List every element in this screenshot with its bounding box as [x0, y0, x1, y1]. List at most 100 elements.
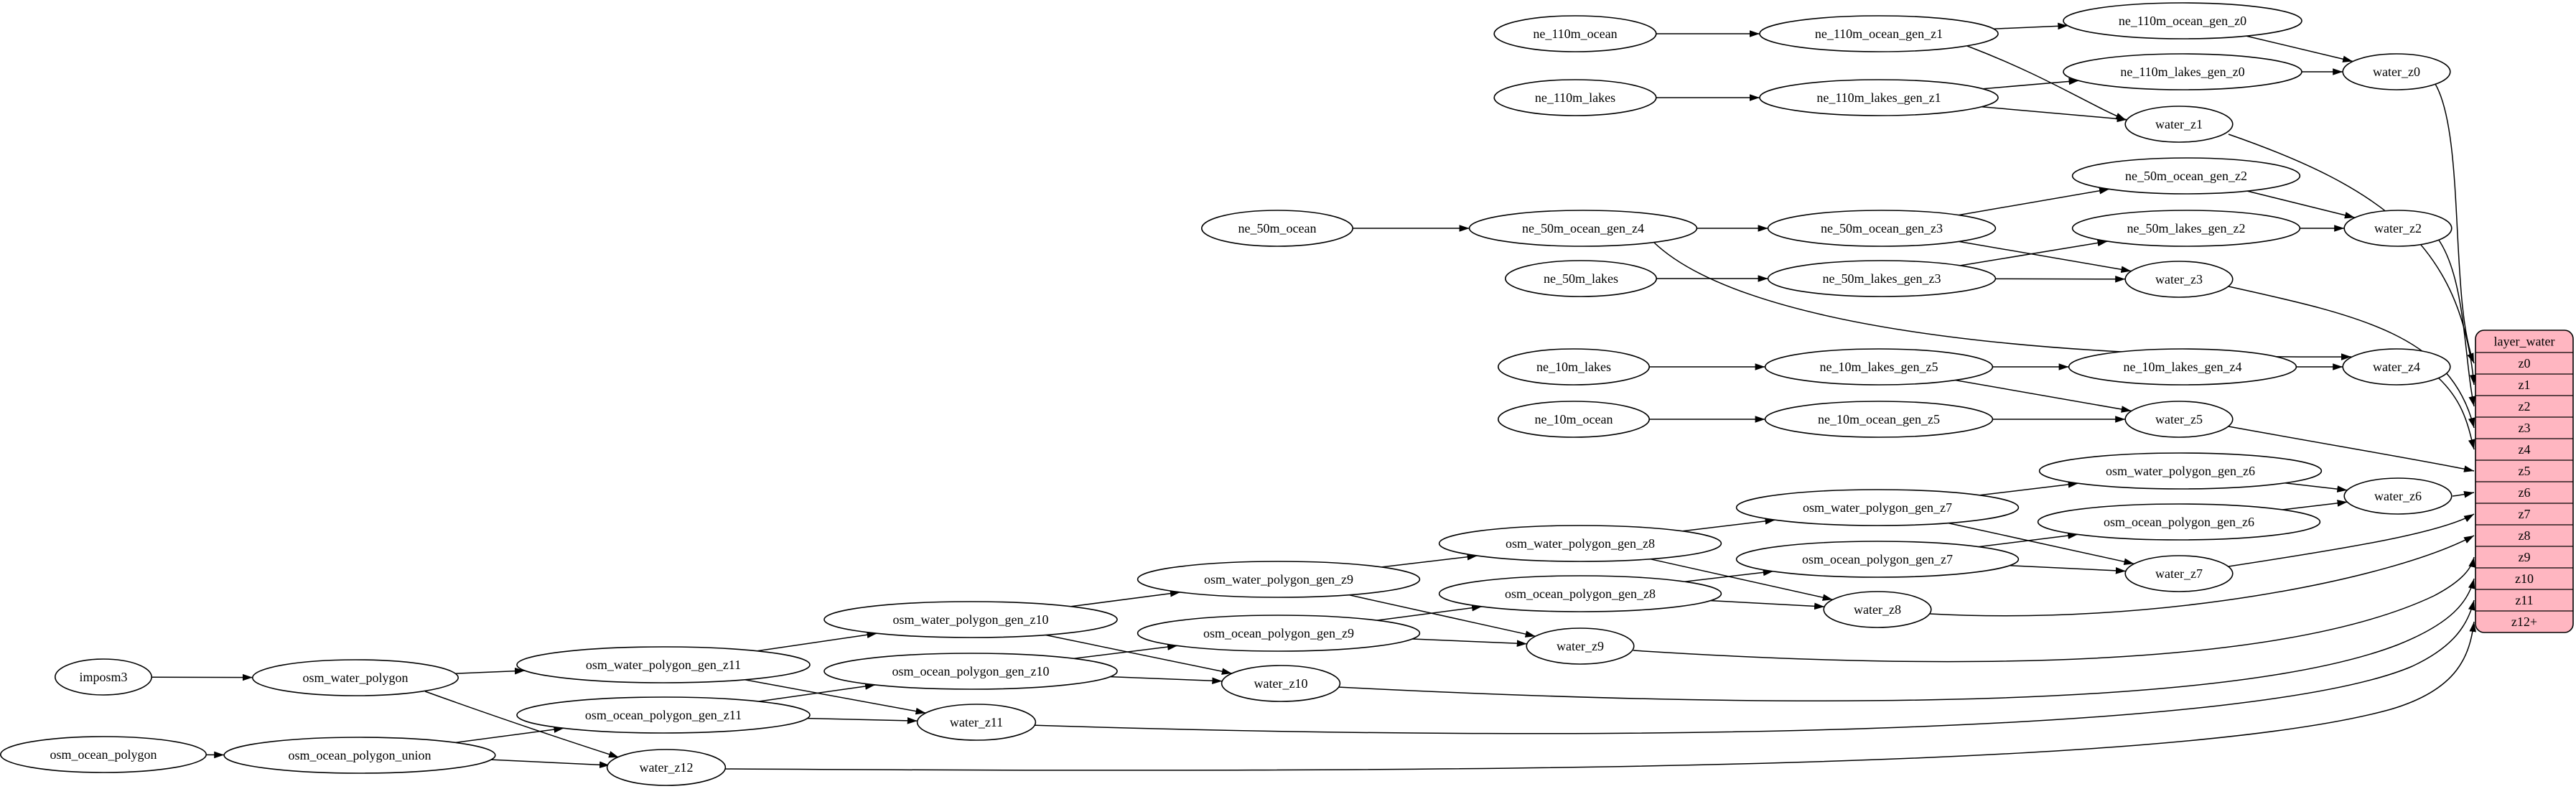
edge-water_z9-layer_water-z9: [1633, 556, 2475, 663]
table-row-z1: z1: [2519, 378, 2531, 392]
node-osm_ocean_polygon_gen_z8: osm_ocean_polygon_gen_z8: [1438, 575, 1722, 612]
node-ne_110m_ocean_gen_z1: ne_110m_ocean_gen_z1: [1759, 15, 1999, 52]
node-ne_50m_lakes_gen_z3: ne_50m_lakes_gen_z3: [1767, 260, 1997, 297]
node-ne_50m_ocean_gen_z3: ne_50m_ocean_gen_z3: [1767, 210, 1997, 247]
node-label: osm_water_polygon_gen_z10: [893, 612, 1049, 627]
edge-water_z4-layer_water-z4: [2437, 377, 2475, 450]
node-label: imposm3: [79, 670, 127, 684]
edge-osm_water_polygon_gen_z7-water_z7: [1948, 522, 2134, 565]
edge-water_z6-layer_water-z6: [2452, 491, 2475, 498]
table-layer: layer_waterz0z1z2z3z4z5z6z7z8z9z10z11z12…: [2475, 330, 2574, 633]
node-label: osm_ocean_polygon_union: [289, 748, 431, 762]
edge-osm_water_polygon_gen_z10-osm_water_polygon_gen_z9: [1070, 589, 1180, 607]
node-ne_10m_ocean_gen_z5: ne_10m_ocean_gen_z5: [1764, 401, 1994, 438]
edges-layer: [151, 22, 2477, 771]
edge-ne_50m_lakes_gen_z3-ne_50m_lakes_gen_z2: [1960, 239, 2108, 266]
node-label: water_z11: [950, 715, 1003, 729]
node-label: osm_ocean_polygon_gen_z8: [1505, 587, 1656, 601]
node-label: ne_110m_ocean_gen_z0: [2119, 14, 2246, 28]
node-label: osm_water_polygon: [303, 671, 409, 685]
node-label: osm_water_polygon_gen_z6: [2106, 464, 2255, 478]
node-label: ne_110m_ocean: [1533, 27, 1617, 41]
node-label: ne_10m_lakes_gen_z4: [2124, 360, 2242, 374]
node-ne_50m_ocean_gen_z2: ne_50m_ocean_gen_z2: [2071, 157, 2301, 195]
node-osm_ocean_polygon: osm_ocean_polygon: [0, 736, 207, 773]
edge-osm_ocean_polygon_gen_z10-water_z10: [1110, 676, 1223, 685]
node-ne_10m_lakes: ne_10m_lakes: [1498, 348, 1651, 386]
node-label: ne_10m_ocean_gen_z5: [1818, 412, 1940, 426]
node-osm_ocean_polygon_gen_z9: osm_ocean_polygon_gen_z9: [1137, 615, 1421, 652]
node-ne_110m_lakes_gen_z0: ne_110m_lakes_gen_z0: [2063, 53, 2302, 90]
node-label: ne_10m_lakes_gen_z5: [1820, 360, 1938, 374]
edge-ne_10m_lakes_gen_z5-water_z5: [1955, 379, 2132, 413]
edge-osm_water_polygon_gen_z7-osm_water_polygon_gen_z6: [1979, 481, 2078, 496]
node-water_z12: water_z12: [606, 749, 727, 786]
node-water_z8: water_z8: [1823, 591, 1932, 628]
node-label: ne_50m_ocean_gen_z4: [1522, 221, 1644, 235]
edge-osm_ocean_polygon_gen_z10-osm_ocean_polygon_gen_z9: [1073, 643, 1178, 660]
table-row-z3: z3: [2519, 421, 2531, 435]
table-row-z9: z9: [2519, 550, 2531, 564]
edge-osm_ocean_polygon_gen_z8-osm_ocean_polygon_gen_z7: [1684, 569, 1773, 582]
node-label: water_z12: [640, 760, 694, 775]
table-row-z0: z0: [2519, 356, 2531, 370]
table-row-z6: z6: [2519, 485, 2531, 500]
edge-osm_water_polygon_gen_z10-water_z10: [1045, 634, 1232, 675]
node-label: ne_50m_lakes: [1544, 271, 1618, 286]
edge-osm_water_polygon_gen_z8-osm_water_polygon_gen_z7: [1682, 518, 1775, 532]
node-osm_water_polygon_gen_z11: osm_water_polygon_gen_z11: [516, 646, 811, 683]
node-label: water_z9: [1557, 639, 1604, 653]
edge-osm_ocean_polygon_union-water_z12: [488, 759, 610, 769]
edge-ne_110m_ocean_gen_z0-water_z0: [2246, 35, 2353, 62]
node-label: ne_110m_lakes_gen_z1: [1816, 90, 1941, 105]
node-osm_water_polygon_gen_z10: osm_water_polygon_gen_z10: [823, 601, 1118, 638]
edge-osm_water_polygon_gen_z8-water_z8: [1650, 558, 1833, 601]
edge-water_z11-layer_water-z11: [1029, 599, 2475, 734]
node-label: water_z3: [2155, 272, 2203, 286]
node-osm_water_polygon_gen_z8: osm_water_polygon_gen_z8: [1438, 525, 1722, 562]
node-label: ne_10m_lakes: [1536, 360, 1611, 374]
edge-water_z7-layer_water-z7: [2228, 513, 2475, 567]
node-label: ne_110m_lakes_gen_z0: [2120, 65, 2244, 79]
node-label: water_z7: [2155, 566, 2203, 581]
node-water_z11: water_z11: [916, 704, 1037, 741]
node-label: osm_water_polygon_gen_z11: [586, 658, 741, 672]
node-ne_50m_lakes_gen_z2: ne_50m_lakes_gen_z2: [2071, 210, 2301, 247]
node-water_z7: water_z7: [2124, 555, 2234, 592]
node-osm_water_polygon_gen_z7: osm_water_polygon_gen_z7: [1735, 489, 2020, 526]
edge-ne_110m_lakes_gen_z1-water_z1: [1982, 106, 2127, 123]
node-label: water_z4: [2373, 360, 2420, 374]
node-osm_water_polygon_gen_z6: osm_water_polygon_gen_z6: [2038, 452, 2323, 490]
node-osm_ocean_polygon_gen_z6: osm_ocean_polygon_gen_z6: [2037, 503, 2321, 541]
node-label: osm_ocean_polygon_gen_z10: [892, 664, 1050, 678]
edge-osm_water_polygon_gen_z11-osm_water_polygon_gen_z10: [757, 631, 877, 652]
node-label: ne_110m_lakes: [1535, 90, 1615, 105]
node-label: osm_ocean_polygon_gen_z6: [2104, 515, 2254, 529]
edge-osm_water_polygon-water_z12: [424, 691, 620, 758]
table-row-z10: z10: [2515, 571, 2534, 586]
edge-osm_ocean_polygon_gen_z9-osm_ocean_polygon_gen_z8: [1376, 604, 1483, 621]
node-water_z9: water_z9: [1526, 627, 1635, 665]
edge-water_z8-layer_water-z8: [1929, 535, 2475, 617]
node-osm_ocean_polygon_gen_z11: osm_ocean_polygon_gen_z11: [516, 696, 811, 734]
edge-water_z10-layer_water-z10: [1337, 578, 2475, 701]
node-osm_ocean_polygon_union: osm_ocean_polygon_union: [223, 737, 496, 774]
node-water_z3: water_z3: [2124, 261, 2234, 298]
edge-ne_110m_ocean_gen_z1-ne_110m_ocean_gen_z0: [1993, 22, 2068, 30]
node-label: ne_50m_ocean_gen_z2: [2125, 169, 2247, 183]
node-label: water_z6: [2374, 489, 2422, 503]
table-row-z5: z5: [2519, 464, 2531, 478]
node-ne_110m_ocean_gen_z0: ne_110m_ocean_gen_z0: [2063, 2, 2302, 39]
edge-osm_water_polygon_gen_z9-osm_water_polygon_gen_z8: [1381, 553, 1478, 568]
node-label: osm_water_polygon_gen_z7: [1803, 500, 1952, 515]
edge-ne_50m_ocean_gen_z4-water_z4: [1653, 241, 2352, 360]
edge-ne_110m_lakes_gen_z1-ne_110m_lakes_gen_z0: [1982, 78, 2079, 90]
node-osm_ocean_polygon_gen_z10: osm_ocean_polygon_gen_z10: [823, 653, 1118, 690]
node-label: water_z1: [2155, 117, 2203, 131]
node-osm_water_polygon_gen_z9: osm_water_polygon_gen_z9: [1137, 561, 1421, 598]
node-ne_10m_lakes_gen_z4: ne_10m_lakes_gen_z4: [2068, 348, 2297, 386]
node-ne_110m_ocean: ne_110m_ocean: [1493, 15, 1657, 52]
node-ne_110m_lakes_gen_z1: ne_110m_lakes_gen_z1: [1759, 79, 1999, 116]
